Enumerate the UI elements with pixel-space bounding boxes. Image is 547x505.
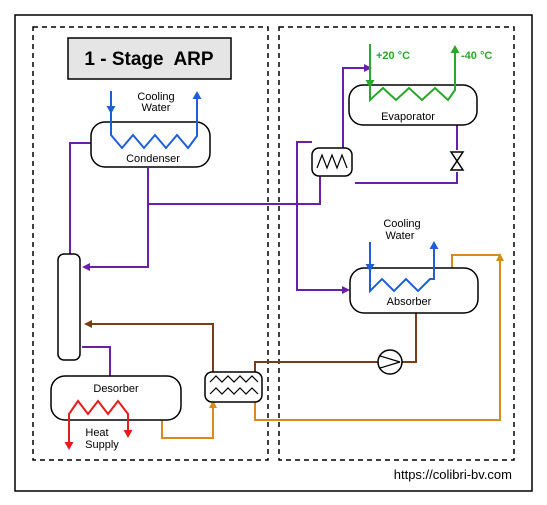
strong-solution-lines [161, 253, 504, 439]
desorber-label: Desorber [93, 383, 139, 395]
refrigerant-lines [69, 64, 458, 377]
rhx-coil [316, 153, 348, 170]
solution-heat-exchanger [204, 371, 263, 403]
absorber-input-label-2: Water [386, 230, 415, 242]
outer-frame [14, 14, 533, 492]
desorber-heating-coil [68, 399, 133, 448]
evaporator-chilled-coil [369, 44, 460, 103]
solution-pump-icon [377, 349, 403, 375]
expansion-valve-icon [449, 151, 465, 171]
shx-coil-upper [209, 375, 259, 383]
absorber-label: Absorber [387, 296, 432, 308]
evaporator-temp-in: +20 °C [376, 50, 410, 62]
condenser-cooling-coil [110, 91, 202, 150]
left-zone [32, 26, 269, 461]
title-box [67, 37, 232, 80]
evaporator-label: Evaporator [381, 111, 435, 123]
condenser-label: Condenser [126, 153, 180, 165]
absorber-input-label-1: Cooling [383, 218, 420, 230]
weak-solution-lines [84, 313, 417, 372]
right-zone [278, 26, 515, 461]
refrigerant-heat-exchanger [311, 147, 353, 177]
condenser-input-label-1: Cooling [137, 91, 174, 103]
evaporator-temp-out: -40 °C [461, 50, 492, 62]
diagram-title: 1 - Stage ARP [84, 49, 213, 70]
heat-supply-label-2: Supply [85, 439, 119, 451]
rectifier-column [57, 253, 81, 361]
condenser-vessel [90, 121, 211, 168]
heat-supply-label-1: Heat [85, 427, 108, 439]
absorber-cooling-coil [369, 241, 439, 294]
shx-coil-lower [209, 387, 259, 395]
website-url: https://colibri-bv.com [394, 467, 512, 482]
condenser-input-label-2: Water [142, 102, 171, 114]
evaporator-vessel [348, 84, 478, 126]
